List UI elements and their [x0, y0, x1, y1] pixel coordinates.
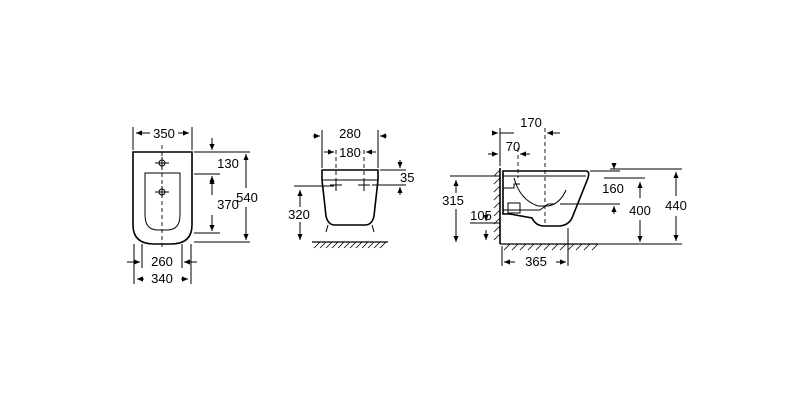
- dim-130: 130: [217, 156, 239, 171]
- dim-160: 160: [602, 181, 624, 196]
- dim-180: 180: [339, 145, 361, 160]
- front-view: 350 130 370 540 260 340: [127, 126, 258, 286]
- dim-365: 365: [525, 254, 547, 269]
- side-view: 170 70 160 400 440 315 105: [442, 115, 687, 269]
- waste-connector: [507, 202, 521, 214]
- wall-hatch: [493, 169, 501, 241]
- dim-70: 70: [506, 139, 520, 154]
- dim-280: 280: [339, 126, 361, 141]
- dim-260: 260: [151, 254, 173, 269]
- side-inner-bowl: [513, 177, 567, 207]
- dim-540: 540: [236, 190, 258, 205]
- dim-35: 35: [400, 170, 414, 185]
- dim-105: 105: [470, 208, 492, 223]
- front-inner-bowl: [144, 172, 181, 231]
- dim-340: 340: [151, 271, 173, 286]
- back-ground-hatch: [313, 241, 387, 249]
- dim-350: 350: [153, 126, 175, 141]
- side-bidet-outline: [502, 170, 590, 227]
- waste-pipe: [503, 203, 555, 211]
- dim-170: 170: [520, 115, 542, 130]
- dim-440: 440: [665, 198, 687, 213]
- front-bidet-outline: [132, 151, 193, 245]
- back-view: 280 180 35 320: [288, 126, 414, 249]
- dim-320: 320: [288, 207, 310, 222]
- dim-400: 400: [629, 203, 651, 218]
- back-bidet-outline: [321, 169, 379, 226]
- dim-315: 315: [442, 193, 464, 208]
- supply-pipe: [503, 183, 520, 189]
- dim-370: 370: [217, 197, 239, 212]
- side-ground-hatch: [503, 243, 599, 251]
